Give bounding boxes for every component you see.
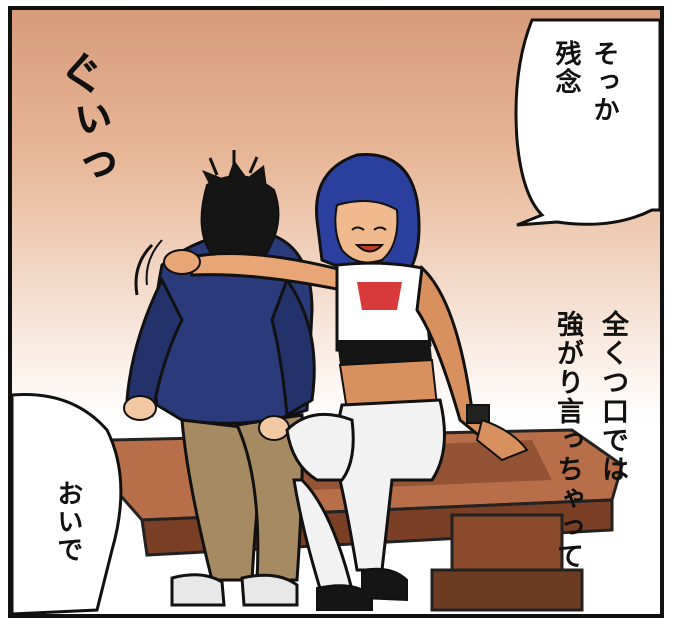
speech-bubble-left bbox=[12, 392, 123, 614]
speech-line-2: 残念 bbox=[551, 40, 581, 96]
comic-panel: ぐぃっ そっか 残念 全くつ口では 強がり言っちゃって おいで bbox=[8, 6, 664, 618]
speech-line-1: そっか bbox=[589, 40, 619, 124]
speech-left-text: おいで bbox=[52, 480, 83, 564]
man-figure bbox=[123, 150, 316, 607]
narration-line-2: 強がり言っちゃって bbox=[552, 310, 584, 571]
woman-figure bbox=[163, 153, 529, 611]
panel-artwork bbox=[12, 18, 660, 614]
speech-bubble-top-right bbox=[514, 18, 660, 227]
narration-line-1: 全くつ口では bbox=[597, 310, 629, 484]
